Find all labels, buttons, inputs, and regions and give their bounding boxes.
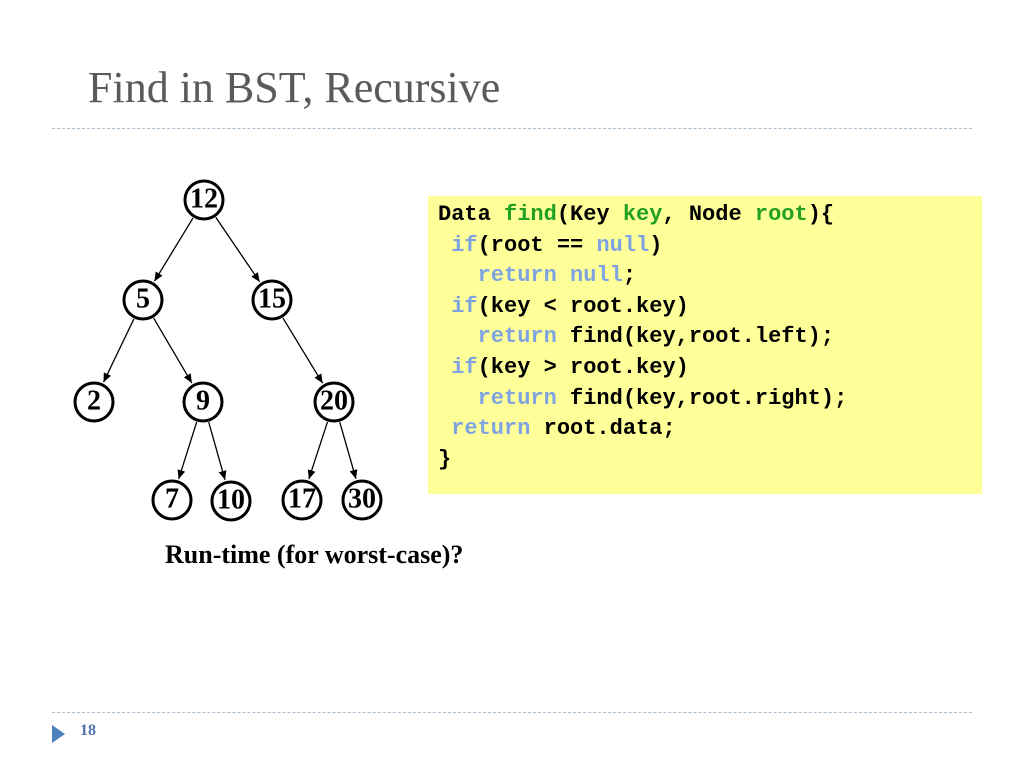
code-line-3: return null; xyxy=(438,261,982,292)
code-text: } xyxy=(438,446,452,472)
tree-edge-9-7 xyxy=(177,421,198,480)
tree-node-label: 20 xyxy=(320,385,348,416)
footer-divider xyxy=(52,712,972,713)
tree-node-label: 30 xyxy=(348,483,376,514)
tree-edge-15-20 xyxy=(282,317,324,384)
tree-node-circle xyxy=(122,279,164,321)
code-text: ; xyxy=(622,263,637,289)
tree-node-label: 17 xyxy=(288,483,316,514)
tree-node-label: 10 xyxy=(217,484,245,515)
tree-edge-20-30 xyxy=(339,422,358,480)
code-text: (key > root.key) xyxy=(477,354,689,380)
tree-node-label: 7 xyxy=(165,483,179,514)
code-text xyxy=(438,294,451,319)
code-keyword: return null xyxy=(477,263,623,289)
tree-node-20: 20 xyxy=(313,381,355,423)
code-text: root.data; xyxy=(530,416,676,442)
tree-node-2: 2 xyxy=(73,381,115,423)
tree-node-label: 12 xyxy=(190,183,218,214)
code-keyword: root xyxy=(754,202,808,227)
tree-node-7: 7 xyxy=(151,479,193,521)
code-line-5: return find(key,root.left); xyxy=(438,322,982,353)
page-number: 18 xyxy=(80,722,96,739)
tree-node-17: 17 xyxy=(281,479,323,521)
code-text xyxy=(438,324,478,349)
code-keyword: if xyxy=(451,293,478,319)
tree-node-15: 15 xyxy=(251,279,293,321)
tree-node-circle xyxy=(73,381,115,423)
tree-node-circle xyxy=(251,279,293,321)
code-line-9: } xyxy=(438,445,982,476)
slide-title: Find in BST, Recursive xyxy=(88,63,501,112)
code-text: find(key,root.left); xyxy=(556,324,835,350)
tree-node-circle xyxy=(341,479,383,521)
code-line-8: return root.data; xyxy=(438,414,982,445)
tree-node-circle xyxy=(281,479,323,521)
tree-node-5: 5 xyxy=(122,279,164,321)
code-text xyxy=(438,355,451,380)
code-text xyxy=(438,233,451,258)
code-line-4: if(key < root.key) xyxy=(438,292,982,323)
code-keyword: find xyxy=(504,202,557,227)
code-keyword: return xyxy=(451,416,531,442)
code-line-6: if(key > root.key) xyxy=(438,353,982,384)
tree-node-label: 9 xyxy=(196,385,210,416)
code-text: find(key,root.right); xyxy=(556,385,848,411)
tree-edge-12-5 xyxy=(153,217,194,282)
code-keyword: return xyxy=(477,385,557,411)
tree-node-10: 10 xyxy=(210,480,252,522)
tree-node-circle xyxy=(182,381,224,423)
tree-node-12: 12 xyxy=(183,179,225,221)
code-text: , Node xyxy=(662,202,755,227)
code-text xyxy=(438,416,451,441)
tree-node-circle xyxy=(151,479,193,521)
tree-edge-5-9 xyxy=(153,317,193,384)
tree-node-circle xyxy=(210,480,252,522)
bst-diagram: 12 5 15 2 9 20 7 10 17 30 xyxy=(73,179,383,522)
code-line-2: if(root == null) xyxy=(438,231,982,262)
footer-arrow-icon xyxy=(52,725,65,743)
runtime-question: Run-time (for worst-case)? xyxy=(165,540,464,569)
code-keyword: null xyxy=(596,232,650,258)
code-text xyxy=(438,263,478,288)
code-line-1: Data find(Key key, Node root){ xyxy=(438,200,982,231)
tree-node-label: 5 xyxy=(136,283,150,314)
tree-edge-20-17 xyxy=(307,421,329,480)
code-keyword: key xyxy=(622,202,663,227)
code-text: (key < root.key) xyxy=(477,293,689,319)
tree-node-circle xyxy=(313,381,355,423)
code-text: (Key xyxy=(556,202,623,227)
code-text: ) xyxy=(649,232,663,258)
code-line-7: return find(key,root.right); xyxy=(438,384,982,415)
tree-node-30: 30 xyxy=(341,479,383,521)
tree-node-circle xyxy=(183,179,225,221)
tree-edge-5-2 xyxy=(102,318,135,383)
tree-edge-9-10 xyxy=(208,422,227,481)
code-text xyxy=(438,386,478,411)
code-keyword: if xyxy=(451,354,478,380)
code-block: Data find(Key key, Node root){ if(root =… xyxy=(428,196,982,494)
code-text: ){ xyxy=(807,202,835,227)
code-text: (root == xyxy=(477,232,597,258)
tree-node-9: 9 xyxy=(182,381,224,423)
title-divider xyxy=(52,128,972,129)
tree-node-label: 15 xyxy=(258,283,286,314)
tree-node-label: 2 xyxy=(87,385,101,416)
code-keyword: if xyxy=(451,232,478,258)
code-text: Data xyxy=(438,202,505,227)
code-keyword: return xyxy=(477,324,557,350)
tree-edge-12-15 xyxy=(215,216,261,283)
